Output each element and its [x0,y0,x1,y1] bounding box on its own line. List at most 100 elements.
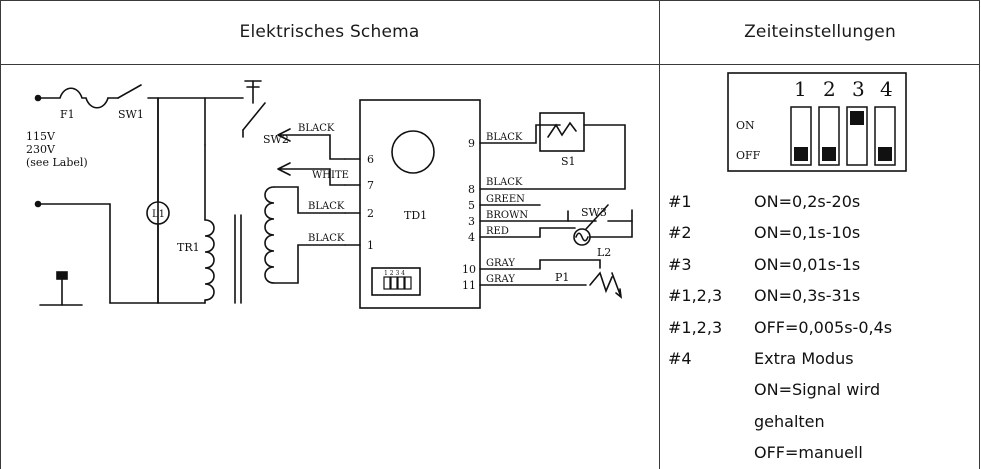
mains-terminal-top [34,94,42,102]
label-tr1: TR1 [177,241,200,254]
ground-symbol-bottom [39,271,83,306]
dip-switch-diagram: 1 2 3 4 ON OFF [727,72,907,172]
wire-pin4-red [479,227,576,238]
wire-label-black-8: BLACK [486,177,523,188]
setting-key: #1,2,3 [668,318,723,337]
wire-label-black-sw2: BLACK [298,123,335,134]
pin-3: 3 [468,215,475,228]
wire-label-white-sw2: WHITE [312,170,349,181]
dip-switch-slot-1 [790,106,812,166]
dip-number-2: 2 [823,77,836,101]
td1-module-box [359,99,481,309]
tr1-primary-coil [204,219,215,301]
setting-key: #3 [668,255,692,274]
setting-key: #1 [668,192,692,211]
tr1-secondary-top-wire [273,186,346,214]
dip-switch-knob-4 [878,147,892,161]
dip-off-label: OFF [736,149,761,162]
label-s1: S1 [561,155,576,168]
label-p1: P1 [555,271,569,284]
setting-continuation: gehalten [754,412,825,431]
setting-value: ON=0,2s-20s [754,192,861,211]
dip-number-1: 1 [794,77,807,101]
switch-sw1-blade [117,84,142,99]
label-see-label: (see Label) [26,156,88,169]
setting-continuation: OFF=manuell [754,443,863,462]
setting-key: #4 [668,349,692,368]
lamp-l1-symbol [146,201,170,225]
setting-key: #2 [668,223,692,242]
wire-label-black-9: BLACK [486,132,523,143]
label-l1: L1 [152,209,165,220]
pin-6: 6 [367,153,374,166]
wire-label-black-tr-bot: BLACK [308,233,345,244]
tr1-secondary-bottom-wire [273,244,346,284]
potentiometer-p1-symbol [589,271,623,299]
label-sw3: SW3 [581,206,607,219]
label-f1: F1 [60,108,75,121]
dip-number-4: 4 [880,77,893,101]
header-divider [0,64,980,65]
pin-5: 5 [468,199,475,212]
switch-sw2-blade [242,102,266,131]
setting-value: ON=0,01s-1s [754,255,861,274]
wire-label-brown-3: BROWN [486,210,528,221]
dip-switch-slot-3 [846,106,868,166]
setting-value: Extra Modus [754,349,854,368]
setting-value: ON=0,1s-10s [754,223,861,242]
label-l2: L2 [597,246,611,259]
pin-10: 10 [462,263,476,276]
pin-11: 11 [462,279,476,292]
dip-on-label: ON [736,119,755,132]
wire-l2-return [589,220,633,238]
column-divider [659,0,660,469]
settings-header-text: Zeiteinstellungen [744,22,896,42]
pin-2: 2 [367,207,374,220]
wire-pin10-gray [479,259,601,270]
dip-number-3: 3 [852,77,865,101]
wire-label-gray-10: GRAY [486,258,515,269]
label-td1: TD1 [404,209,427,222]
tr1-secondary-coil [264,186,275,284]
dip-switch-knob-2 [822,147,836,161]
wire-label-red-4: RED [486,226,509,237]
pin-1: 1 [367,239,374,252]
table-top-border [0,0,980,1]
ground-symbol-top [244,80,262,104]
sensor-s1-box [539,112,585,152]
wire-label-green-5: GREEN [486,194,525,205]
electrical-schematic: F1 SW1 115V 230V (see Label) L1 TR1 SW2 … [26,80,633,309]
setting-value: OFF=0,005s-0,4s [754,318,893,337]
label-115v: 115V [26,130,56,143]
dip-switch-slot-4 [874,106,896,166]
wire-pin9-s1 [479,124,561,144]
td1-mini-dip-slots [383,276,412,290]
pin-9: 9 [468,137,475,150]
setting-key: #1,2,3 [668,286,723,305]
fuse-f1-symbol [37,87,109,109]
sensor-s1-symbol [547,121,577,138]
schema-header-text: Elektrisches Schema [239,22,420,42]
pin-7: 7 [367,179,374,192]
lamp-l2-wave [575,232,589,242]
dip-switch-knob-1 [794,147,808,161]
label-dip-mini: 1 2 3 4 [384,270,405,277]
wire-label-gray-11: GRAY [486,274,515,285]
td1-mini-dip [371,267,421,296]
label-230v: 230V [26,143,56,156]
wire-label-black-tr-top: BLACK [308,201,345,212]
sw2-white-connector [277,162,346,186]
table-left-border [0,0,1,469]
pin-4: 4 [468,231,475,244]
label-sw1: SW1 [118,108,144,121]
dip-switch-housing [727,72,907,172]
label-sw2: SW2 [263,133,289,146]
setting-continuation: ON=Signal wird [754,380,881,399]
mains-terminal-neutral [34,200,42,208]
wire-s1-return [479,124,626,190]
schema-header: Elektrisches Schema [0,0,659,64]
td1-potentiometer [391,130,435,174]
setting-value: ON=0,3s-31s [754,286,861,305]
pin-8: 8 [468,183,475,196]
